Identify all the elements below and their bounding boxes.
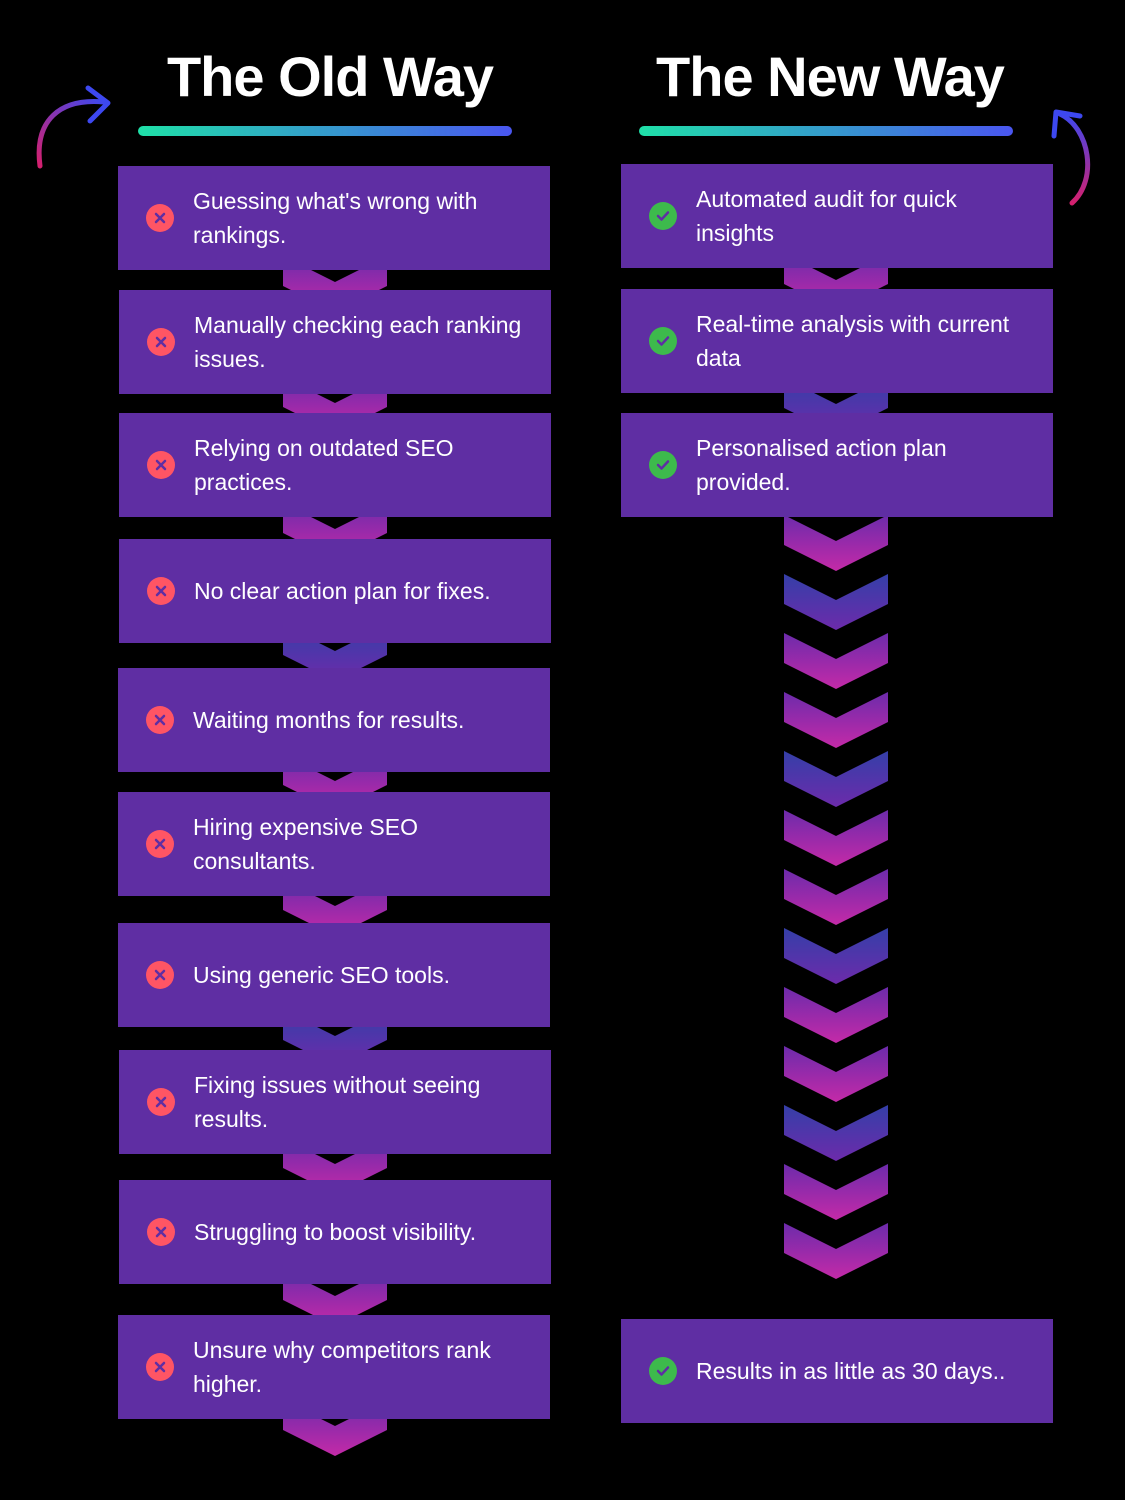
checkmark-icon (649, 202, 677, 230)
x-mark-icon (147, 328, 175, 356)
old-way-item: Relying on outdated SEO practices. (119, 413, 551, 517)
chevron-arrow-icon (784, 928, 888, 984)
new-way-item: Personalised action plan provided. (621, 413, 1053, 517)
old-way-item-label: Manually checking each ranking issues. (194, 312, 522, 372)
old-way-item: Struggling to boost visibility. (119, 1180, 551, 1284)
x-mark-icon (147, 1088, 175, 1116)
new-way-item: Real-time analysis with current data (621, 289, 1053, 393)
old-way-item-label: Struggling to boost visibility. (194, 1219, 477, 1245)
x-mark-icon (147, 577, 175, 605)
x-mark-icon (146, 1353, 174, 1381)
curved-arrow-right-icon (1051, 109, 1091, 206)
old-way-underline (138, 126, 512, 136)
old-way-item-label: No clear action plan for fixes. (194, 578, 491, 604)
old-way-item-label: Relying on outdated SEO practices. (194, 435, 454, 495)
new-way-item-label: Personalised action plan provided. (696, 435, 947, 495)
new-way-item-label: Automated audit for quick insights (696, 186, 957, 246)
old-way-item: Using generic SEO tools. (118, 923, 550, 1027)
chevron-arrow-icon (784, 869, 888, 925)
checkmark-icon (649, 327, 677, 355)
old-way-item: Fixing issues without seeing results. (119, 1050, 551, 1154)
chevron-arrow-icon (784, 1164, 888, 1220)
chevron-arrow-icon (784, 987, 888, 1043)
old-way-item: Unsure why competitors rank higher. (118, 1315, 550, 1419)
checkmark-icon (649, 1357, 677, 1385)
chevron-arrow-icon (784, 692, 888, 748)
new-way-item-label: Results in as little as 30 days.. (696, 1358, 1006, 1384)
old-way-item-label: Unsure why competitors rank higher. (193, 1337, 491, 1397)
chevron-arrow-icon (784, 515, 888, 571)
x-mark-icon (146, 961, 174, 989)
new-way-title: The New Way (656, 45, 1005, 108)
x-mark-icon (146, 204, 174, 232)
old-way-item-label: Hiring expensive SEO consultants. (193, 814, 418, 874)
old-way-item-label: Guessing what's wrong with rankings. (193, 188, 478, 248)
checkmark-icon (649, 451, 677, 479)
chevron-arrow-icon (784, 810, 888, 866)
chevron-arrow-icon (283, 1270, 387, 1326)
new-way-item: Automated audit for quick insights (621, 164, 1053, 268)
x-mark-icon (146, 830, 174, 858)
old-way-item-label: Waiting months for results. (193, 707, 465, 733)
curved-arrow-left-icon (36, 85, 111, 169)
old-way-item: Guessing what's wrong with rankings. (118, 166, 550, 270)
new-way-item: Results in as little as 30 days.. (621, 1319, 1053, 1423)
x-mark-icon (147, 1218, 175, 1246)
old-way-item: Manually checking each ranking issues. (119, 290, 551, 394)
old-way-item: Hiring expensive SEO consultants. (118, 792, 550, 896)
old-way-title: The Old Way (166, 45, 494, 108)
old-way-item-label: Fixing issues without seeing results. (194, 1072, 481, 1132)
chevron-arrow-icon (784, 1223, 888, 1279)
chevron-arrow-icon (784, 633, 888, 689)
old-way-item: No clear action plan for fixes. (119, 539, 551, 643)
old-way-item: Waiting months for results. (118, 668, 550, 772)
chevron-arrow-icon (784, 751, 888, 807)
new-way-underline (639, 126, 1013, 136)
old-way-item-label: Using generic SEO tools. (193, 962, 450, 988)
new-way-item-label: Real-time analysis with current data (696, 311, 1010, 371)
chevron-arrow-icon (784, 1046, 888, 1102)
x-mark-icon (147, 451, 175, 479)
chevron-arrow-icon (784, 1105, 888, 1161)
chevron-arrow-icon (784, 574, 888, 630)
x-mark-icon (146, 706, 174, 734)
